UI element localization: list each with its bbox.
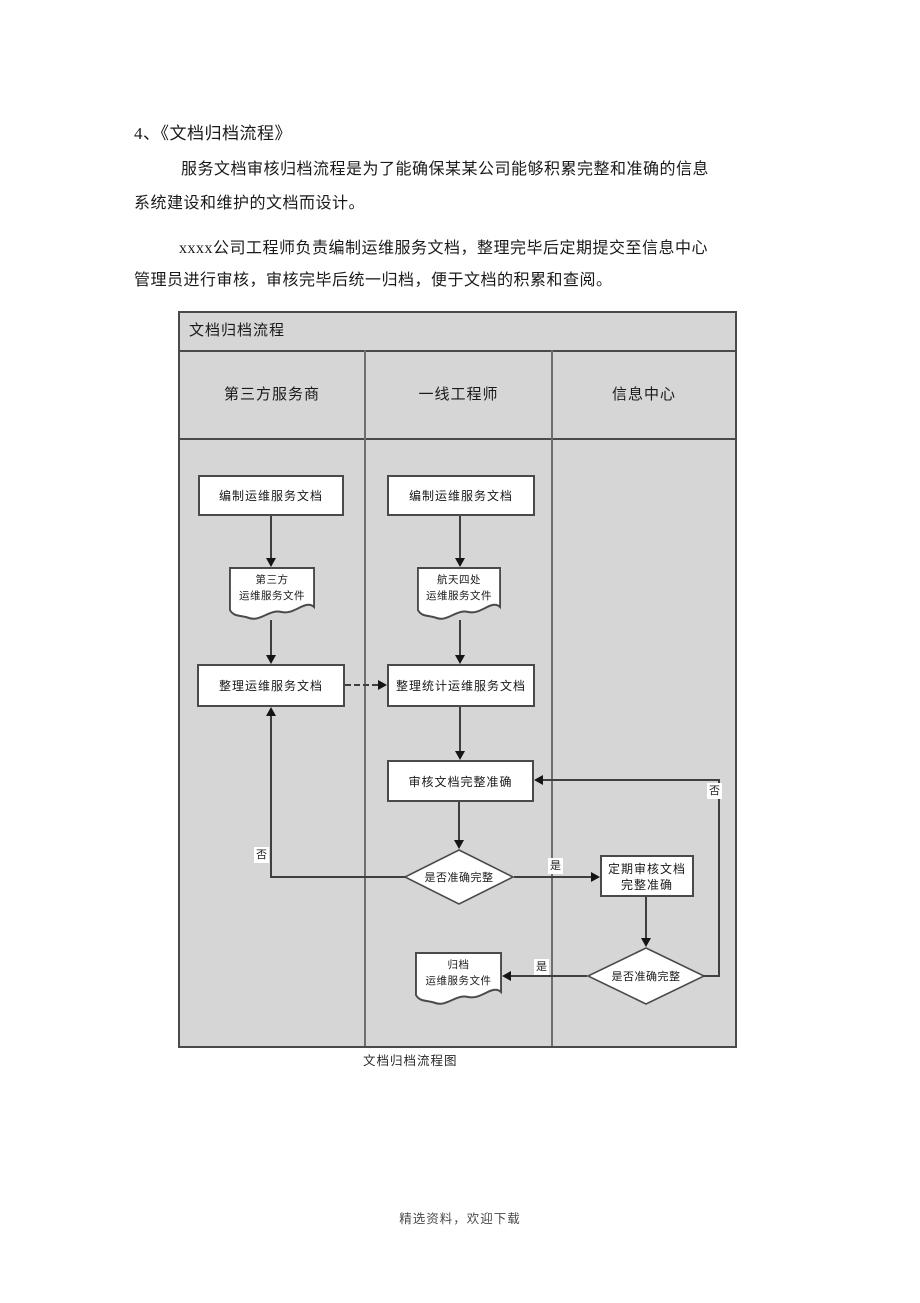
edge-label-no: 否 [254, 847, 269, 863]
node-archive-document: 归档 运维服务文件 [415, 952, 502, 1006]
connector-center-yes-horizontal [511, 975, 587, 977]
node-engineer-organize: 整理统计运维服务文档 [387, 664, 535, 707]
arrowhead-left-icon [502, 971, 511, 981]
paragraph2-line2: 管理员进行审核，审核完毕后统一归档，便于文档的积累和查阅。 [134, 272, 613, 289]
paragraph1-line1: 服务文档审核归档流程是为了能确保某某公司能够积累完整和准确的信息 [181, 161, 710, 178]
flowchart-title: 文档归档流程 [180, 313, 735, 352]
diamond-shape [404, 849, 514, 905]
page-footer: 精选资料，欢迎下载 [399, 1212, 521, 1226]
lane-header-engineer: 一线工程师 [418, 387, 499, 403]
connector-review-to-decision [458, 802, 460, 840]
document-shape [417, 567, 501, 620]
lane-header-infocenter: 信息中心 [611, 387, 676, 403]
diamond-shape [587, 947, 705, 1005]
node-center-decision: 是否准确完整 [587, 947, 705, 1005]
lane-divider-2 [551, 350, 553, 1046]
arrowhead-up-icon [266, 707, 276, 716]
arrowhead-down-icon [455, 655, 465, 664]
connector-vendor-compile-to-doc [270, 516, 272, 558]
connector-center-no-seg2 [718, 779, 720, 977]
node-engineer-compile: 编制运维服务文档 [387, 475, 535, 516]
connector-decision-no-vertical [270, 716, 272, 878]
lane-divider-1 [364, 350, 366, 1046]
arrowhead-down-icon [266, 558, 276, 567]
node-vendor-compile: 编制运维服务文档 [198, 475, 344, 516]
edge-label-yes: 是 [548, 858, 563, 874]
arrowhead-down-icon [641, 938, 651, 947]
connector-center-no-seg3 [543, 779, 720, 781]
arrowhead-down-icon [455, 558, 465, 567]
document-shape-text: 第三方 运维服务文件 [239, 575, 305, 602]
document-shape [415, 952, 502, 1005]
connector-vendor-doc-to-organize [270, 620, 272, 656]
connector-engineer-doc-to-organize [459, 620, 461, 656]
arrowhead-right-icon [378, 680, 387, 690]
node-engineer-decision: 是否准确完整 [404, 849, 514, 905]
edge-label-no: 否 [707, 783, 722, 799]
connector-vendor-to-engineer-dashed [345, 684, 378, 686]
document-shape-text: 航天四处 运维服务文件 [426, 575, 492, 602]
arrowhead-down-icon [454, 840, 464, 849]
connector-center-review-to-decision [645, 897, 647, 938]
flowchart: 文档归档流程 第三方服务商 一线工程师 信息中心 编制运维服务文档 第三方 运维… [178, 311, 737, 1048]
node-vendor-document: 第三方 运维服务文件 [229, 567, 315, 621]
diamond-text: 是否准确完整 [611, 971, 681, 983]
diamond-text: 是否准确完整 [424, 872, 494, 884]
connector-organize-to-review [459, 707, 461, 751]
arrowhead-right-icon [591, 872, 600, 882]
edge-label-yes: 是 [534, 959, 549, 975]
lane-header-vendor: 第三方服务商 [223, 387, 320, 403]
arrowhead-left-icon [534, 775, 543, 785]
node-center-review: 定期审核文档 完整准确 [600, 855, 694, 897]
lane-header-row: 第三方服务商 一线工程师 信息中心 [180, 352, 735, 440]
node-vendor-organize: 整理运维服务文档 [197, 664, 345, 707]
figure-caption: 文档归档流程图 [363, 1054, 458, 1068]
connector-center-no-seg1 [703, 975, 720, 977]
node-engineer-review: 审核文档完整准确 [387, 760, 534, 802]
arrowhead-down-icon [455, 751, 465, 760]
connector-engineer-compile-to-doc [459, 516, 461, 558]
section-heading: 4、《文档归档流程》 [134, 124, 292, 143]
connector-decision-no-horizontal [270, 876, 406, 878]
connector-decision-yes-horizontal [514, 876, 592, 878]
paragraph1-line2: 系统建设和维护的文档而设计。 [134, 195, 366, 212]
paragraph2-line1: xxxx公司工程师负责编制运维服务文档，整理完毕后定期提交至信息中心 [179, 240, 709, 257]
document-shape-text: 归档 运维服务文件 [425, 960, 492, 987]
arrowhead-down-icon [266, 655, 276, 664]
node-engineer-document: 航天四处 运维服务文件 [417, 567, 501, 621]
document-shape [229, 567, 315, 620]
